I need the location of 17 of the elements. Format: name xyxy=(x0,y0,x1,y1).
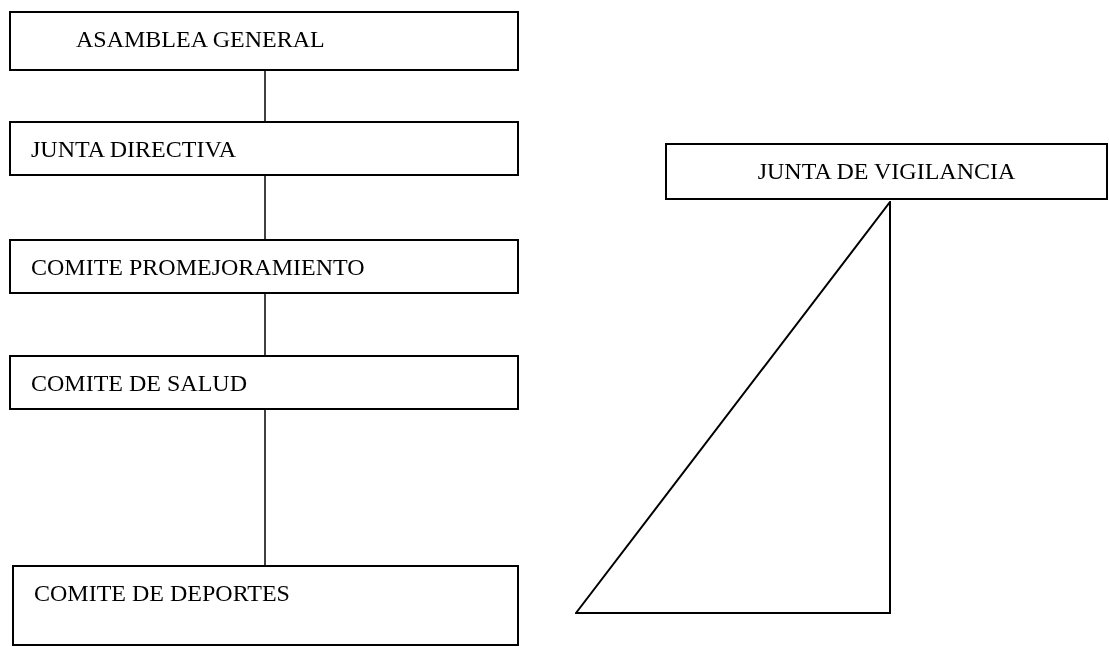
connector-line xyxy=(264,409,266,566)
connector-line xyxy=(264,293,266,356)
box-label: COMITE DE SALUD xyxy=(31,369,247,397)
org-box xyxy=(9,239,519,294)
org-box xyxy=(9,11,519,71)
box-label: COMITE PROMEJORAMIENTO xyxy=(31,253,365,281)
org-box xyxy=(9,121,519,176)
box-label: COMITE DE DEPORTES xyxy=(34,579,290,607)
box-label: JUNTA DIRECTIVA xyxy=(31,135,236,163)
org-box xyxy=(665,143,1108,200)
box-label: JUNTA DE VIGILANCIA xyxy=(757,157,1016,185)
connector-line xyxy=(264,70,266,122)
box-label: ASAMBLEA GENERAL xyxy=(76,25,325,53)
org-box xyxy=(12,565,519,646)
triangle-shape xyxy=(575,201,891,614)
org-box xyxy=(9,355,519,410)
connector-line xyxy=(264,175,266,240)
